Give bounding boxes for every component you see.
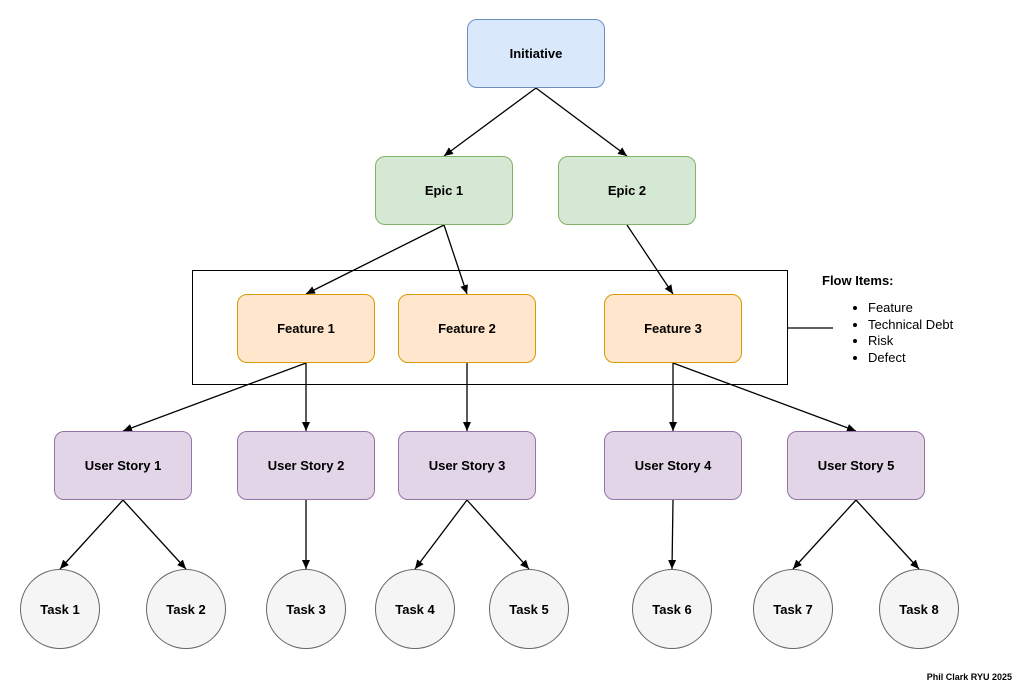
edge-story3-to-task4 [414,499,468,570]
task-5-node[interactable]: Task 5 [489,569,569,649]
initiative-node[interactable]: Initiative [467,19,605,88]
flow-items-legend: Flow Items: Feature Technical Debt Risk … [822,273,953,366]
flow-items-group [192,270,788,385]
edge-feature1-to-story1 [122,362,307,432]
legend-title: Flow Items: [822,273,894,288]
edge-initiative-to-epic1 [443,87,537,157]
task-4-node[interactable]: Task 4 [375,569,455,649]
user-story-4-node[interactable]: User Story 4 [604,431,742,500]
task-1-node[interactable]: Task 1 [20,569,100,649]
legend-item: Technical Debt [868,317,953,334]
edge-epic1-to-feature1 [305,224,445,295]
edge-story5-to-task8 [855,499,920,570]
author-credit: Phil Clark RYU 2025 [926,672,1012,682]
edge-feature3-to-story5 [672,362,857,432]
edge-story1-to-task1 [59,499,124,570]
edge-story5-to-task7 [792,499,857,570]
legend-list: Feature Technical Debt Risk Defect [822,300,953,366]
feature-1-node[interactable]: Feature 1 [237,294,375,363]
task-2-node[interactable]: Task 2 [146,569,226,649]
task-6-node[interactable]: Task 6 [632,569,712,649]
legend-item: Feature [868,300,953,317]
epic-2-node[interactable]: Epic 2 [558,156,696,225]
edge-initiative-to-epic2 [535,87,628,157]
task-3-node[interactable]: Task 3 [266,569,346,649]
task-8-node[interactable]: Task 8 [879,569,959,649]
user-story-1-node[interactable]: User Story 1 [54,431,192,500]
epic-1-node[interactable]: Epic 1 [375,156,513,225]
edge-epic1-to-feature2 [443,224,468,295]
feature-3-node[interactable]: Feature 3 [604,294,742,363]
legend-item: Defect [868,350,953,367]
edge-story1-to-task2 [122,499,187,570]
user-story-5-node[interactable]: User Story 5 [787,431,925,500]
user-story-2-node[interactable]: User Story 2 [237,431,375,500]
task-7-node[interactable]: Task 7 [753,569,833,649]
legend-item: Risk [868,333,953,350]
edge-story4-to-task6 [668,499,677,570]
edge-epic2-to-feature3 [626,224,674,295]
feature-2-node[interactable]: Feature 2 [398,294,536,363]
user-story-3-node[interactable]: User Story 3 [398,431,536,500]
edge-story3-to-task5 [466,499,530,570]
